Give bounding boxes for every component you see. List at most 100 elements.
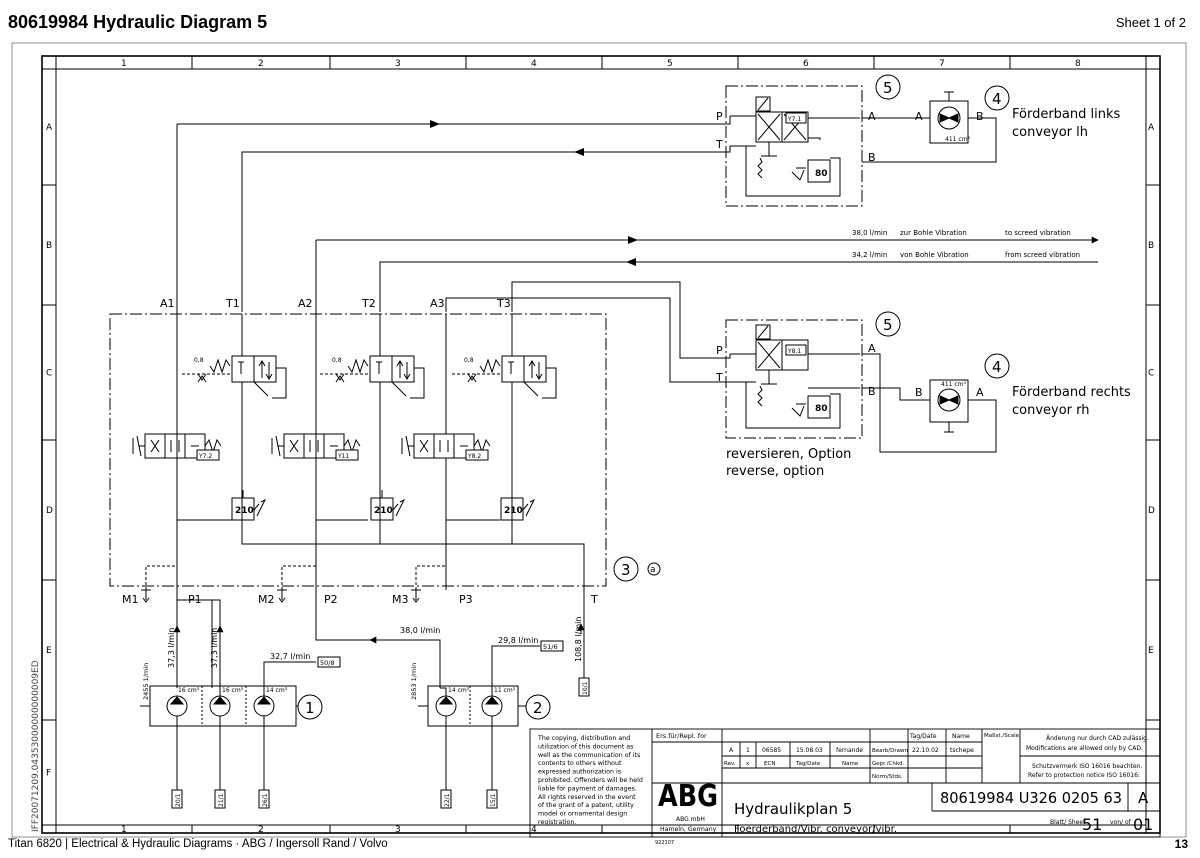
motor-left-callout: 4 [984, 85, 1010, 111]
block-solenoid-label: Y11 [337, 453, 349, 460]
valve-top-solenoid: Y7.1 [787, 116, 801, 123]
block-port-a1: A1 [160, 297, 175, 310]
title-block [529, 728, 1161, 838]
title-scale: Maßst./Scale [984, 733, 1020, 739]
disclaimer-line: of the grant of a patent, utility [538, 802, 634, 809]
sheet-total: 01 [1133, 815, 1153, 834]
valve-top-relief: 80 [815, 169, 828, 179]
pump1-ref-1: 20/1 [175, 793, 182, 807]
title-disclaimer: The copying, distribution andutilization… [537, 735, 643, 826]
block-port-m1: M1 [122, 593, 139, 606]
frame-row-label: E [46, 646, 52, 656]
frame-column-ticks [42, 56, 1160, 833]
pump-group-2 [369, 636, 540, 790]
title-name-hdr: Name [952, 733, 970, 740]
side-code: IFF20071209.04353000000000009ED [31, 660, 41, 832]
pump2-disp-1: 14 cm³ [448, 687, 470, 694]
disclaimer-line: contents to others without [538, 760, 622, 767]
block-port-t2: T2 [361, 297, 376, 310]
title-ecn-name: fernande [836, 747, 863, 754]
pump1-flow-ref-box [317, 656, 341, 668]
vibration-from-en: from screed vibration [1005, 251, 1080, 259]
pump1-disp-2: 16 cm³ [222, 687, 244, 694]
title-ecn-date: 15.08.03 [796, 747, 823, 754]
title-iso-de: Schutzvermerk ISO 16016 beachten. [1032, 763, 1143, 770]
title-x-label: x [746, 761, 750, 767]
company-city: Hameln, Germany [660, 826, 717, 833]
block-relief-label: 210 [235, 506, 254, 516]
title-ecn-label: ECN [764, 761, 775, 767]
drawing-revision: A [1138, 789, 1149, 807]
motor-left-port-b: B [976, 110, 984, 123]
disclaimer-line: prohibited. Offenders will be held [538, 777, 643, 784]
valve-block [109, 313, 607, 678]
plan-subtitle: Foerderband/Vibr. conveyor/vibr. [734, 824, 897, 835]
title-notice-de: Änderung nur durch CAD zulässig. [1046, 735, 1149, 742]
frame-col-label: 4 [531, 59, 537, 69]
sheet-of-label: von/ of [1110, 819, 1132, 826]
tank-ref: 10/1 [582, 681, 589, 695]
company-logo: ABG [658, 779, 718, 814]
pump2-ref-1: 22/1 [444, 793, 451, 807]
block-port-t1: T1 [225, 297, 240, 310]
svg-text:4: 4 [992, 358, 1002, 376]
title-rev-label: Rev. [724, 761, 736, 767]
frame-col-label-bottom: 4 [531, 825, 537, 835]
page-title: 80619984 Hydraulic Diagram 5 [8, 12, 268, 32]
vibration-to-flow: 38,0 l/min [852, 229, 887, 237]
block-port-p2: P2 [324, 593, 338, 606]
svg-text:2: 2 [533, 699, 543, 717]
flow-arrows [430, 120, 638, 266]
block-port-a2: A2 [298, 297, 313, 310]
frame-col-label-bottom: 3 [395, 825, 401, 835]
svg-text:5: 5 [883, 316, 893, 334]
frame-row-label: D [46, 506, 53, 516]
valve-mid-relief: 80 [815, 404, 828, 414]
frame-col-label: 2 [258, 59, 264, 69]
block-port-a3: A3 [430, 297, 445, 310]
frame-row-label-right: A [1148, 123, 1155, 133]
tank-flow: 108,8 l/min [574, 617, 583, 662]
frame-row-label-right: D [1148, 506, 1155, 516]
motor-left [862, 91, 997, 163]
disclaimer-line: utilization of this document as [538, 743, 633, 750]
valve-mid-callout: 5 [875, 311, 901, 337]
title-tag-label: Tag/Date [795, 761, 821, 767]
motor-right [862, 353, 997, 453]
title-name-label: Name [842, 761, 859, 767]
block-relief-label: 210 [504, 506, 523, 516]
pump1-flow-2: 37,3 l/min [210, 628, 219, 668]
main-piping [176, 116, 1099, 688]
title-rev-a: A [729, 747, 734, 754]
vibration-to-de: zur Bohle Vibration [900, 229, 967, 237]
svg-text:4: 4 [992, 90, 1002, 108]
title-bearb-date: 22.10.02 [912, 747, 939, 754]
valve-mid-note-en: reverse, option [726, 464, 824, 479]
motor-right-port-a: A [976, 386, 984, 399]
valve-mid-port-b: B [868, 385, 876, 398]
motor-right-port-b: B [915, 386, 923, 399]
title-gepr: Gepr./Chkd. [872, 761, 904, 767]
sheet-number: 51 [1082, 815, 1102, 834]
pump1-flow-1: 37,3 l/min [167, 628, 176, 668]
svg-text:1: 1 [305, 699, 315, 717]
title-ecn-no: 06585 [762, 747, 781, 754]
block-port-m3: M3 [392, 593, 409, 606]
pump1-disp-1: 16 cm³ [178, 687, 200, 694]
svg-text:3: 3 [621, 561, 631, 579]
pump2-flow-1: 38,0 l/min [400, 626, 440, 635]
valve-top-callout: 5 [875, 74, 901, 100]
page-footer: Titan 6820 | Electrical & Hydraulic Diag… [8, 838, 388, 850]
svg-text:a: a [650, 565, 656, 575]
valve-mid-group [725, 319, 863, 439]
disclaimer-line: All rights reserved in the event [538, 794, 636, 801]
motor-left-label-de: Förderband links [1012, 107, 1121, 122]
motor-right-displacement: 411 cm³ [941, 381, 967, 388]
valve-mid-note-de: reversieren, Option [726, 447, 851, 462]
sheet-label: Blatt/ Sheet [1050, 819, 1086, 826]
title-notice-en: Modifications are allowed only by CAD. [1026, 745, 1143, 752]
pump1-flow-ref: 50/8 [320, 659, 335, 667]
